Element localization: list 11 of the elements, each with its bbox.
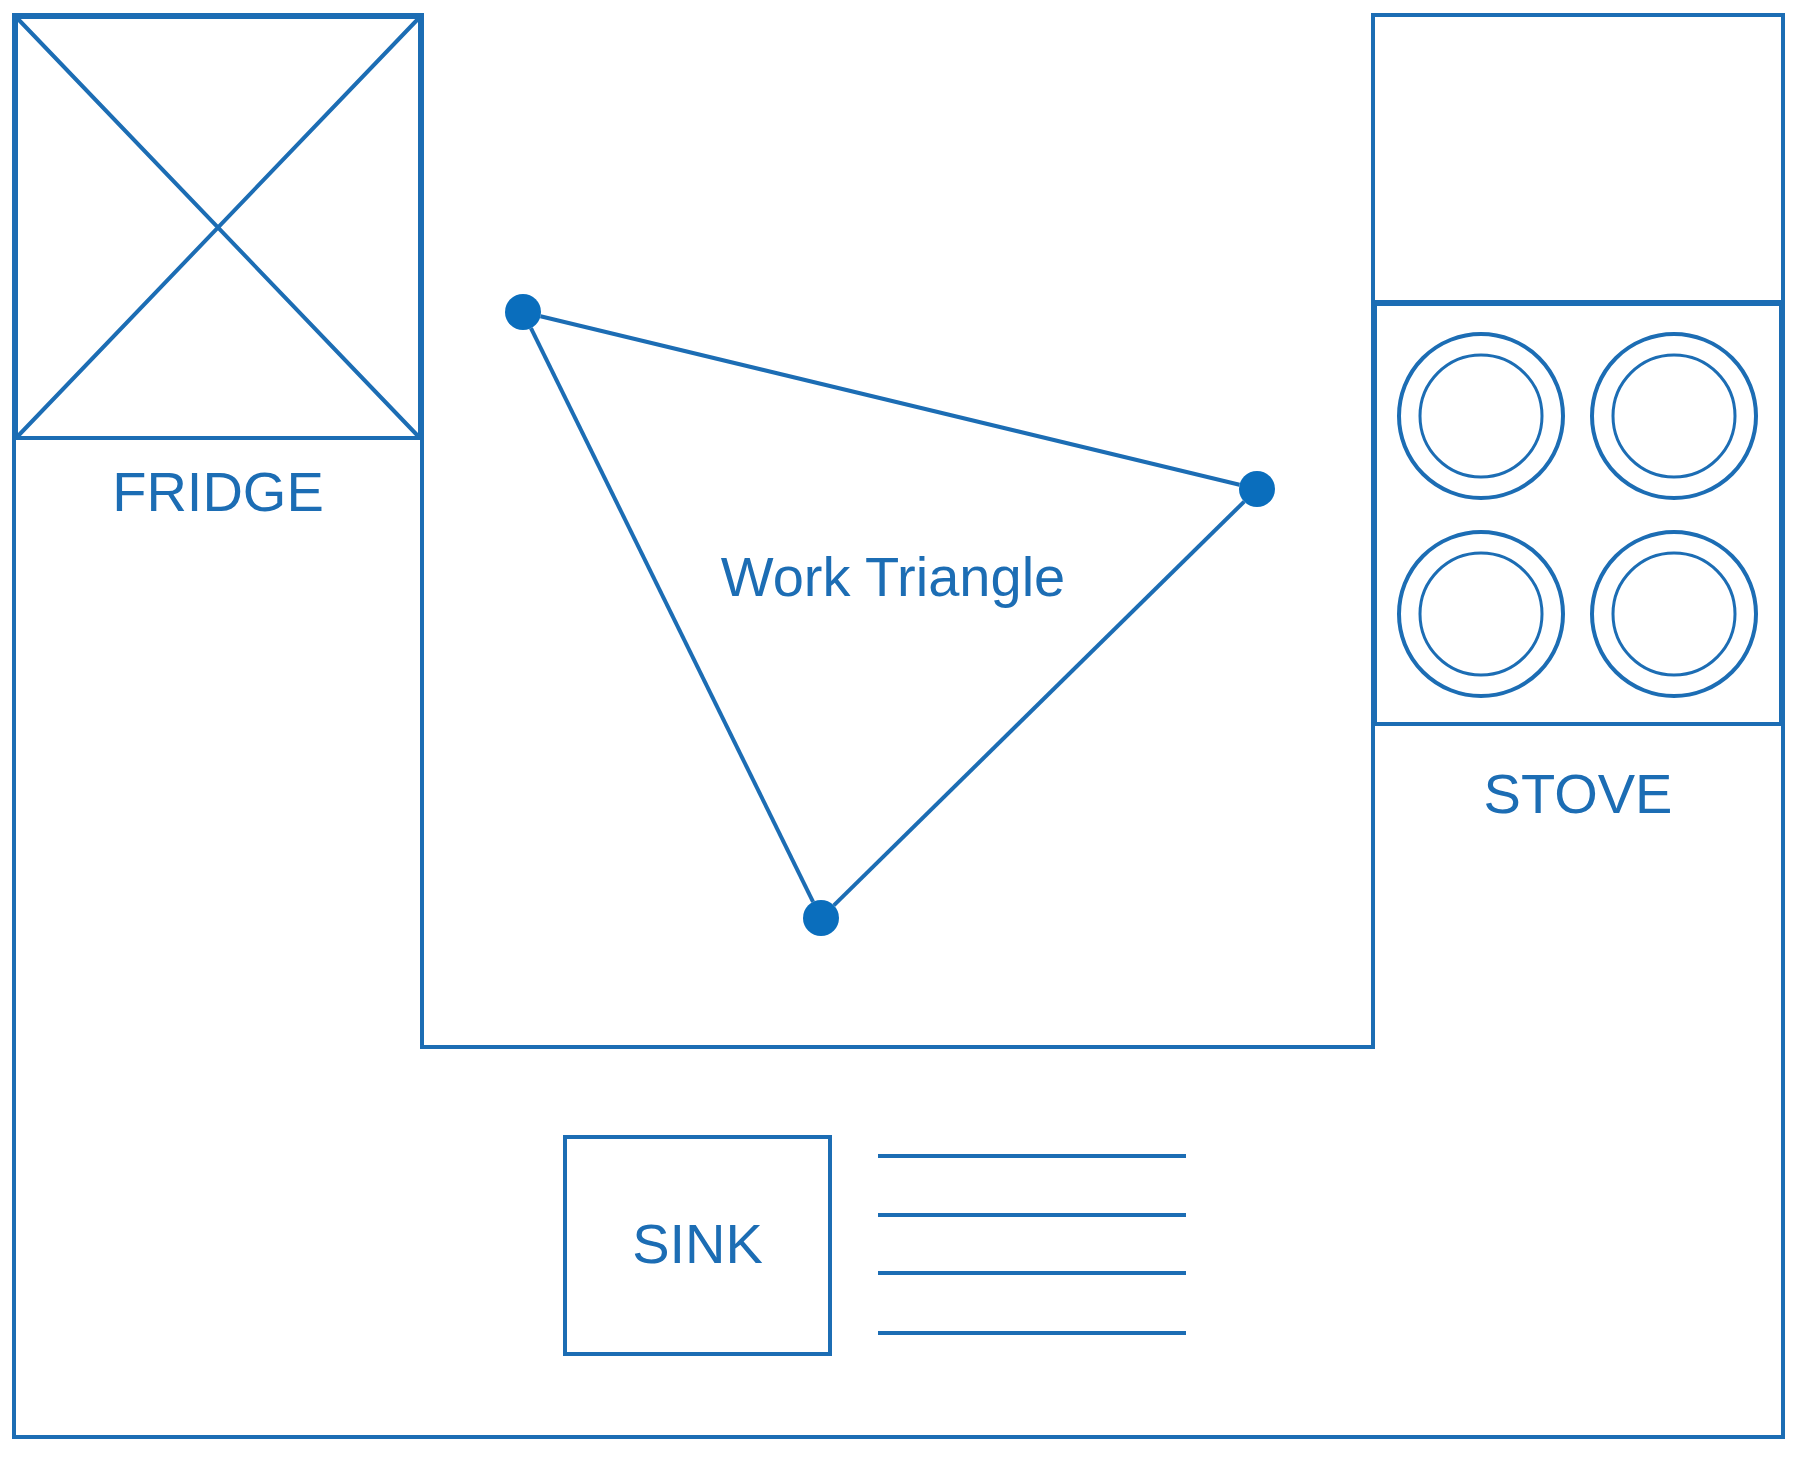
fridge-label: FRIDGE <box>111 459 325 524</box>
triangle-line <box>832 500 1246 907</box>
sink-box <box>563 1135 832 1356</box>
corner-dot <box>803 900 839 936</box>
corner-dot <box>1239 471 1275 507</box>
triangle-line <box>540 314 1240 487</box>
triangle-line <box>529 327 815 903</box>
sink-label: SINK <box>631 1211 764 1276</box>
corner-dot <box>505 294 541 330</box>
stove-label: STOVE <box>1482 761 1674 826</box>
triangle-label: Work Triangle <box>720 543 1066 609</box>
